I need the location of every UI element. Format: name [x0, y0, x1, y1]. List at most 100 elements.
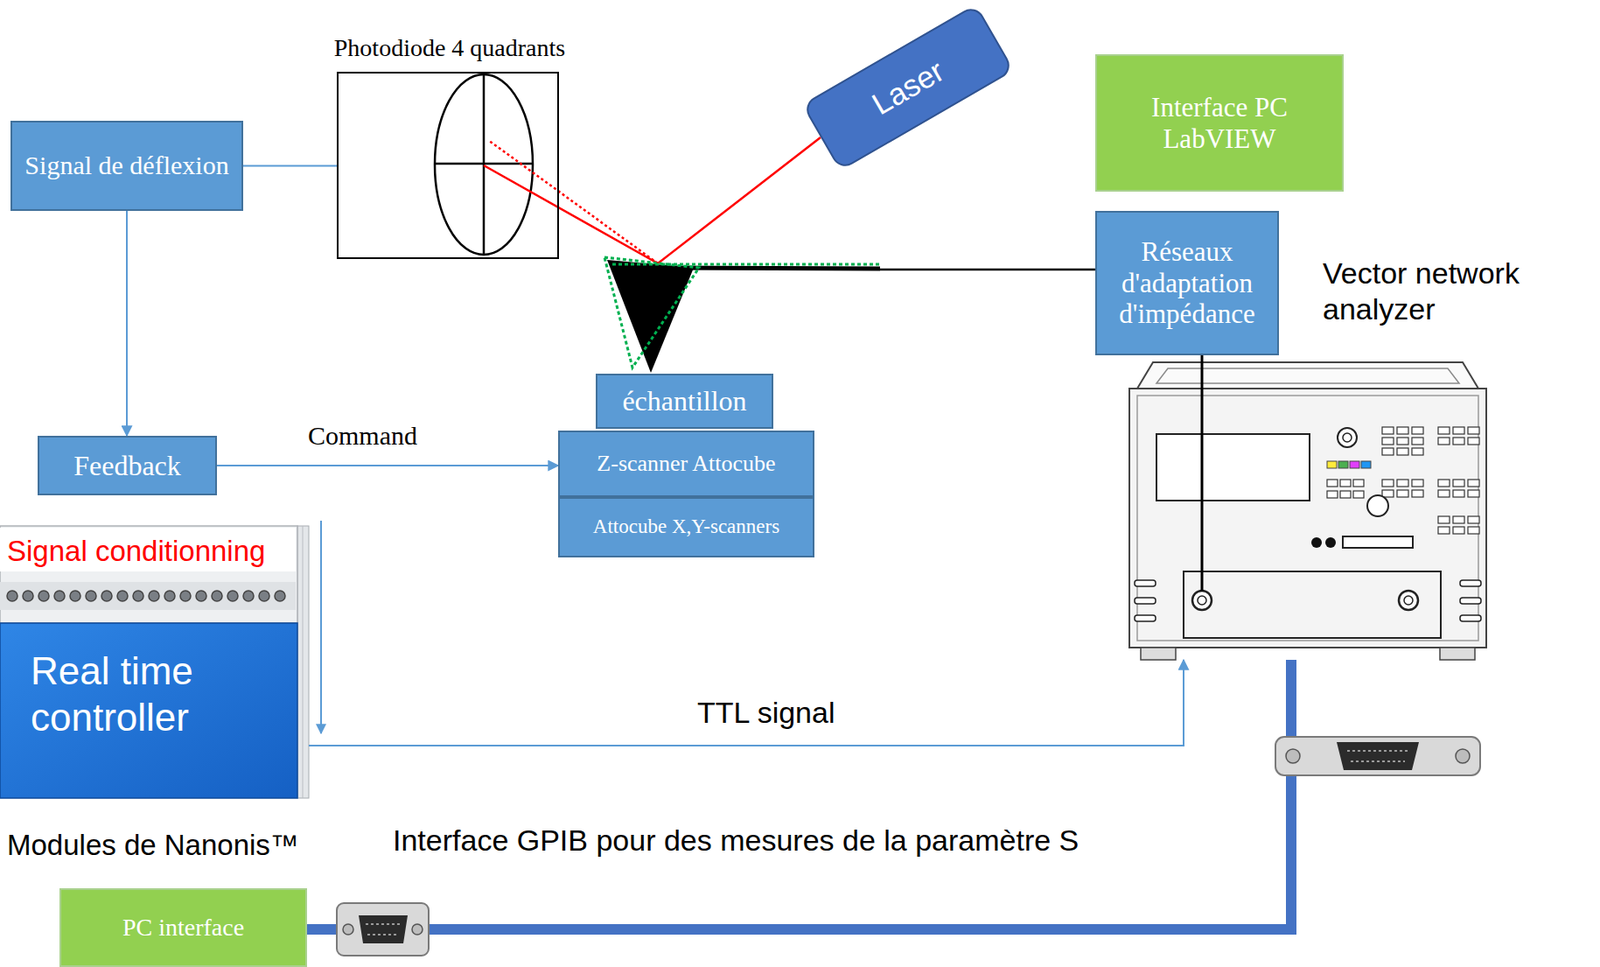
box-text: PC interface	[69, 913, 297, 942]
device-title: Real time controller	[30, 648, 285, 741]
network-analyzer	[1137, 395, 1479, 641]
panel-button	[1340, 479, 1351, 487]
process-box: Réseaux d'adaptation d'impédance	[1095, 210, 1279, 356]
nanonis-rack	[297, 525, 309, 798]
network-analyzer	[1137, 362, 1479, 389]
bnc-connector	[227, 590, 238, 601]
network-analyzer	[1201, 362, 1204, 592]
panel-button	[1467, 479, 1480, 487]
network-analyzer	[1134, 597, 1156, 604]
network-analyzer	[1439, 647, 1475, 660]
network-analyzer	[1325, 537, 1336, 548]
network-analyzer	[1140, 647, 1176, 660]
bnc-connector	[85, 590, 97, 601]
box-text: Feedback	[46, 449, 209, 483]
cantilever	[880, 268, 1096, 272]
gpib-plug	[1285, 748, 1300, 763]
node-heading: Photodiode 4 quadrants	[286, 33, 614, 63]
nanonis-rack	[0, 527, 296, 572]
panel-button	[1467, 516, 1480, 524]
bnc-connector	[22, 590, 34, 601]
gpib-plug	[358, 915, 408, 944]
network-analyzer	[1342, 536, 1413, 548]
panel-button	[1411, 479, 1424, 487]
panel-button	[1353, 479, 1364, 487]
bnc-connector	[6, 590, 18, 601]
edge-label: Command	[307, 419, 418, 452]
network-analyzer	[1460, 597, 1482, 604]
text-block: PC interface	[69, 913, 297, 942]
controller-device: Signal conditionningReal time controller…	[0, 525, 309, 798]
panel-button	[1467, 526, 1480, 534]
panel-button	[1397, 447, 1409, 455]
panel-button	[1467, 437, 1480, 445]
text-block: Laser	[821, 27, 996, 148]
nanonis-rack	[302, 525, 304, 798]
connector	[308, 659, 1184, 746]
panel-button	[1340, 490, 1351, 498]
network-analyzer	[1183, 571, 1441, 638]
network-analyzer	[1337, 427, 1357, 448]
process-box: Feedback	[37, 435, 217, 496]
network-analyzer	[1327, 461, 1337, 469]
box-text: Z-scanner Attocube	[566, 450, 806, 477]
panel-button	[1467, 489, 1480, 497]
panel-button	[1411, 437, 1424, 445]
bnc-connector	[258, 590, 270, 601]
panel-button	[1453, 479, 1465, 487]
gpib-plug	[1347, 749, 1409, 752]
box-text: Réseaux d'adaptation d'impédance	[1105, 236, 1269, 330]
connector	[1201, 355, 1204, 363]
panel-button	[1453, 516, 1465, 524]
panel-button	[1453, 437, 1465, 445]
gpib-plug	[412, 923, 423, 935]
bnc-connector	[54, 590, 65, 601]
panel-button	[1382, 489, 1394, 497]
panel-button	[1438, 479, 1450, 487]
laser-beam	[483, 165, 658, 264]
box-text: Interface PC LabVIEW	[1116, 91, 1323, 154]
text-block: Attocube X,Y-scanners	[565, 515, 808, 538]
network-analyzer	[1192, 590, 1212, 610]
nanonis-rack	[0, 581, 296, 610]
gpib-plug	[342, 923, 354, 935]
edge-label: TTL signal	[697, 694, 835, 731]
network-analyzer	[1367, 495, 1389, 517]
photodiode-sensor	[336, 71, 559, 259]
bnc-connector	[101, 590, 112, 601]
network-analyzer	[1129, 388, 1487, 648]
process-box: Signal de déflexion	[10, 120, 244, 211]
laser-beam	[488, 139, 658, 264]
laser-beam	[483, 137, 821, 264]
panel-button	[1453, 489, 1465, 497]
panel-button	[1438, 426, 1450, 434]
bnc-connector	[274, 590, 286, 601]
box-text: Signal de déflexion	[24, 150, 230, 182]
device-caption: Modules de Nanonis™	[6, 827, 305, 863]
panel-buttons	[1327, 426, 1480, 534]
bnc-connector	[117, 590, 128, 601]
gpib-plug	[1350, 760, 1405, 762]
gpib-plug	[1336, 741, 1419, 770]
network-analyzer	[1197, 595, 1207, 605]
laser-beam	[657, 137, 821, 264]
panel-button	[1453, 426, 1465, 434]
bnc-connectors	[6, 590, 286, 601]
panel-button	[1397, 479, 1409, 487]
gpib-plug	[336, 902, 429, 956]
network-analyzer	[1311, 537, 1322, 548]
bnc-connector	[69, 590, 81, 601]
bnc-connector	[38, 590, 49, 601]
nanonis-rack	[0, 622, 298, 798]
panel-button	[1327, 490, 1338, 498]
network-analyzer	[1156, 433, 1310, 501]
network-analyzer: Vector network analyzer	[1127, 362, 1489, 660]
panel-button	[1453, 526, 1465, 534]
panel-button	[1327, 479, 1338, 487]
photodiode-sensor	[434, 162, 533, 166]
panel-button	[1397, 489, 1409, 497]
scanner-box: Z-scanner Attocube	[558, 430, 815, 497]
gpib-plug	[365, 922, 401, 925]
panel-button	[1438, 526, 1450, 534]
